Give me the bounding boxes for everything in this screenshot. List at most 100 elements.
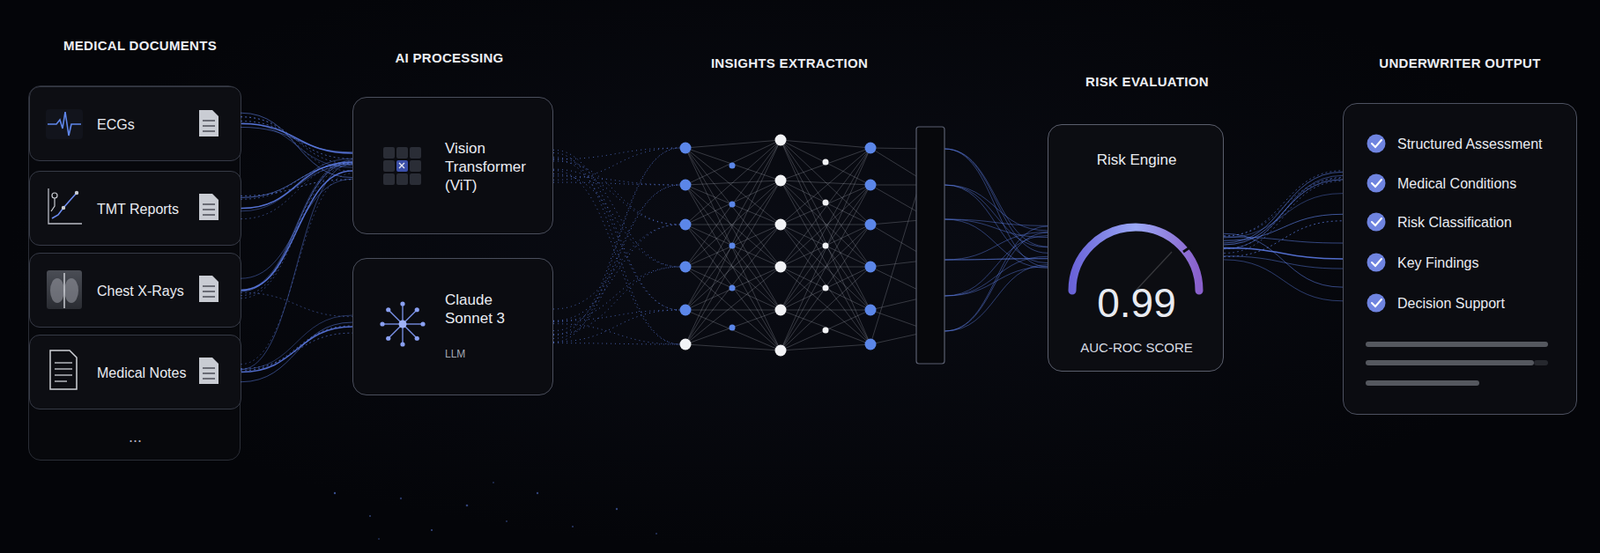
neuron [822, 159, 830, 166]
check-icon [1367, 294, 1386, 313]
lung [50, 278, 65, 304]
patch-cell [383, 173, 395, 186]
check-circle [1367, 174, 1386, 193]
flow-connector [241, 326, 353, 373]
particle [536, 492, 539, 495]
data-fiber [240, 164, 353, 299]
network-link [780, 140, 871, 345]
spine [63, 273, 66, 309]
box-title: Risk Engine [1048, 150, 1225, 170]
data-fiber [553, 310, 681, 321]
data-fiber [240, 179, 353, 197]
flow-connector [241, 162, 353, 209]
connector-path [1223, 248, 1343, 260]
network-link [780, 140, 871, 149]
doc-sheet [199, 357, 219, 385]
data-fiber [240, 158, 353, 212]
score-value: 0.99 [1048, 281, 1225, 326]
data-fiber [944, 148, 1048, 247]
data-fiber [944, 148, 1048, 253]
network-link [685, 148, 781, 351]
check-icon [1367, 174, 1386, 193]
check-mark [1371, 140, 1382, 148]
data-fiber [1223, 193, 1343, 238]
network-link [685, 224, 781, 267]
gauge [1072, 227, 1200, 291]
star-ray [402, 323, 423, 325]
network-link [685, 180, 781, 267]
document-icon [199, 193, 219, 221]
network-link [685, 140, 781, 311]
network-link [780, 180, 871, 186]
check-circle [1367, 294, 1386, 313]
data-fiber [553, 266, 681, 323]
ecg-icon [45, 109, 83, 140]
doc-line [202, 130, 215, 133]
network-link [685, 140, 781, 225]
node-text: Structured Assessment [1397, 135, 1574, 154]
network-link [870, 259, 931, 267]
star-ray [401, 304, 403, 325]
ellipsis: ... [29, 427, 242, 448]
patch-mark [399, 162, 405, 169]
data-fiber [240, 126, 353, 152]
network-link [780, 140, 871, 311]
doc-outline [50, 350, 77, 390]
network-link [685, 148, 781, 181]
network-link [685, 180, 781, 186]
network-link [870, 266, 931, 297]
data-fiber [553, 161, 681, 225]
document-card: ECGs [29, 86, 242, 162]
neuron [926, 215, 935, 224]
particle [466, 504, 469, 508]
data-fiber [1223, 179, 1343, 245]
neuron [865, 219, 877, 231]
neuron [729, 325, 736, 332]
neuron [865, 304, 877, 317]
data-fiber [553, 173, 681, 267]
document-icon [199, 357, 219, 385]
neural-network [680, 134, 935, 357]
connector-path [241, 170, 353, 291]
network-link [685, 140, 781, 186]
check-icon [1367, 213, 1386, 232]
particle [400, 497, 402, 500]
data-fiber [240, 123, 353, 168]
column-heading: INSIGHTS EXTRACTION [657, 55, 922, 71]
data-fiber [553, 153, 681, 345]
star-tip [414, 307, 420, 312]
output-box: Structured AssessmentMedical ConditionsR… [1342, 103, 1578, 415]
star-ray [388, 324, 403, 339]
particles [333, 481, 658, 541]
node-text: Risk Classification [1397, 214, 1574, 232]
check-mark [1371, 179, 1382, 187]
check-circle [1367, 253, 1386, 273]
data-fiber [1223, 177, 1343, 237]
data-fiber [944, 231, 1048, 260]
network-link [780, 224, 871, 311]
neuron [775, 304, 787, 317]
data-fiber [553, 149, 681, 311]
particle [369, 515, 371, 518]
doc-line [202, 208, 215, 211]
network-link [870, 148, 931, 345]
data-fiber [240, 292, 353, 317]
network-link [685, 266, 781, 351]
data-fiber [553, 148, 681, 180]
output-vector [916, 126, 945, 364]
data-fiber [553, 324, 681, 345]
connector-path [241, 162, 353, 209]
placeholder-bar [1365, 341, 1549, 348]
neuron [822, 200, 830, 207]
doc-sheet [199, 193, 219, 221]
doc-line [202, 125, 215, 127]
neuron [865, 142, 877, 155]
data-fiber [553, 170, 681, 345]
neuron [680, 142, 692, 155]
network-link [780, 148, 871, 267]
data-fiber [240, 163, 353, 198]
data-fiber [944, 185, 1048, 231]
star-tip [379, 321, 385, 326]
data-fiber [1223, 237, 1343, 244]
